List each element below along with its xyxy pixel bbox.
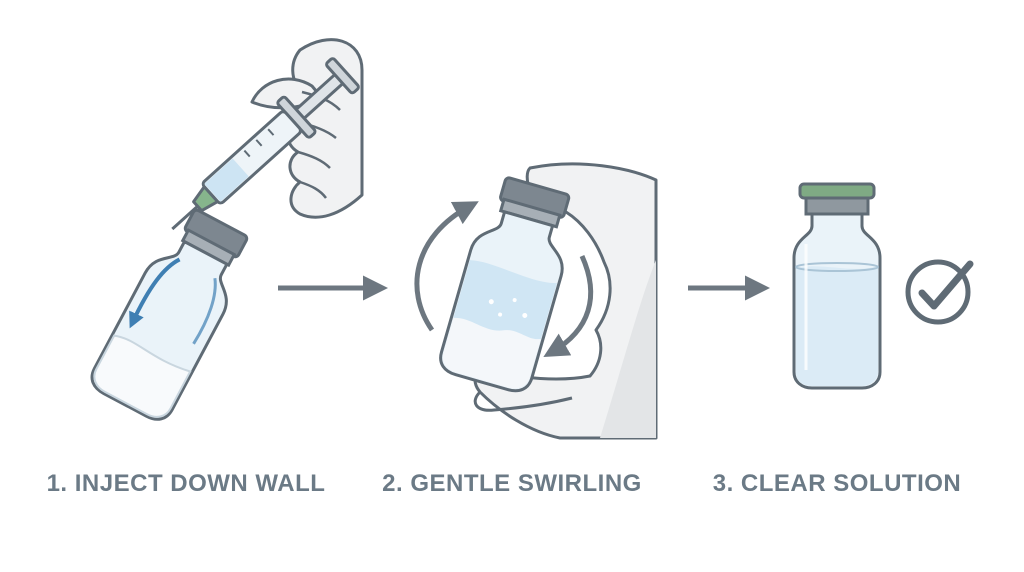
swirl-arrow-icon — [414, 201, 479, 332]
step2-illustration — [414, 162, 658, 440]
syringe-icon — [171, 57, 360, 231]
step-3-caption: 3. CLEAR SOLUTION — [712, 470, 962, 497]
step1-illustration — [90, 38, 364, 421]
vial-icon — [90, 208, 249, 421]
checkmark-icon — [905, 259, 974, 325]
step-2-caption: 2. GENTLE SWIRLING — [382, 470, 642, 497]
step-1-caption: 1. INJECT DOWN WALL — [46, 470, 326, 497]
step3-illustration — [792, 182, 974, 390]
vial-icon — [439, 176, 571, 393]
swirl-arrow-icon — [543, 254, 594, 358]
vial-icon — [792, 182, 882, 390]
